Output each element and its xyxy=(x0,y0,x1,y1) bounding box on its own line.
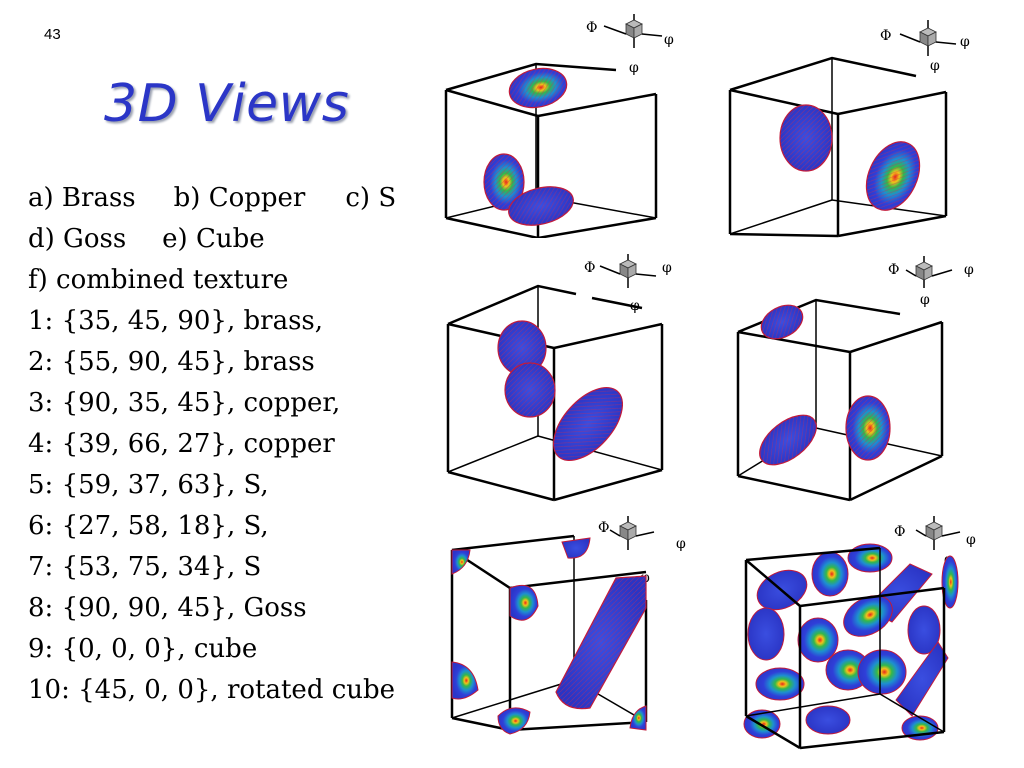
label-cube: e) Cube xyxy=(162,224,265,254)
legend-text: a) Brass b) Copper c) S d) Goss e) Cube f) … xyxy=(28,178,396,711)
texture-blob xyxy=(483,153,525,211)
figure-s: Φ φ φ xyxy=(446,254,672,502)
figure-cube: Φ φ φ xyxy=(450,516,686,735)
axis-label-phi1: Φ xyxy=(880,28,891,44)
component-6: 6: {27, 58, 18}, S, xyxy=(28,511,269,541)
texture-blob xyxy=(865,141,921,211)
component-9: 9: {0, 0, 0}, cube xyxy=(28,634,258,664)
axis-label-phi2: φ xyxy=(676,536,686,552)
cube-frame xyxy=(744,546,946,750)
texture-blob xyxy=(508,186,574,226)
component-2: 2: {55, 90, 45}, brass xyxy=(28,347,315,377)
label-goss: d) Goss xyxy=(28,224,127,254)
axis-label-Phi: φ xyxy=(629,60,639,76)
texture-blob xyxy=(451,661,479,700)
texture-blob xyxy=(759,414,817,466)
figure-copper: Φ φ φ xyxy=(728,20,970,238)
texture-blob xyxy=(451,549,471,575)
axis-label-phi1: Φ xyxy=(584,260,595,276)
cube-frame xyxy=(728,56,948,238)
slide-title: 3D Views xyxy=(104,74,350,134)
legend-line-3: f) combined texture xyxy=(28,265,289,295)
axis-label-phi2: φ xyxy=(960,34,970,50)
texture-blob xyxy=(552,386,624,462)
component-10: 10: {45, 0, 0}, rotated cube xyxy=(28,675,396,705)
axis-label-phi1: Φ xyxy=(586,20,597,36)
legend-line-1: a) Brass b) Copper c) S xyxy=(28,178,396,219)
axis-label-Phi: φ xyxy=(930,58,940,74)
axis-label-phi1: Φ xyxy=(598,520,609,536)
label-s: c) S xyxy=(345,183,397,213)
component-8: 8: {90, 90, 45}, Goss xyxy=(28,593,307,623)
axis-label-phi1: Φ xyxy=(894,524,905,540)
texture-blob xyxy=(509,584,539,621)
texture-blob xyxy=(508,67,568,109)
component-7: 7: {53, 75, 34}, S xyxy=(28,552,262,582)
axis-label-phi2: φ xyxy=(964,262,974,278)
texture-blob xyxy=(845,395,891,461)
axis-triad-icon xyxy=(609,516,655,550)
cube-frame xyxy=(736,298,944,502)
component-3: 3: {90, 35, 45}, copper, xyxy=(28,388,341,418)
texture-blob xyxy=(497,707,531,735)
texture-blob xyxy=(629,705,647,731)
axis-label-phi2: φ xyxy=(664,32,674,48)
axis-label-phi1: Φ xyxy=(888,262,899,278)
slide-number: 43 xyxy=(44,26,61,43)
figure-goss: Φ φ φ xyxy=(736,256,974,502)
axis-triad-icon xyxy=(603,14,663,48)
texture-blob xyxy=(497,320,547,376)
texture-blob xyxy=(760,304,804,340)
label-brass: a) Brass xyxy=(28,183,136,213)
axis-triad-icon xyxy=(599,254,657,288)
texture-blob xyxy=(561,537,591,559)
label-copper: b) Copper xyxy=(173,183,306,213)
axis-triad-icon xyxy=(915,516,961,550)
texture-blob xyxy=(504,362,556,418)
axis-triad-icon xyxy=(905,256,953,288)
axis-triad-icon xyxy=(899,20,957,56)
figure-brass: Φ φ φ xyxy=(444,14,674,238)
component-1: 1: {35, 45, 90}, brass, xyxy=(28,306,324,336)
texture-blob xyxy=(779,104,833,172)
texture-blob xyxy=(743,543,959,741)
component-4: 4: {39, 66, 27}, copper xyxy=(28,429,335,459)
axis-label-phi2: φ xyxy=(966,532,976,548)
figure-combined: Φ φ φ xyxy=(743,516,976,750)
legend-line-2: d) Goss e) Cube xyxy=(28,219,396,260)
texture-blob xyxy=(555,575,647,710)
component-5: 5: {59, 37, 63}, S, xyxy=(28,470,269,500)
axis-label-phi2: φ xyxy=(662,260,672,276)
axis-label-Phi: φ xyxy=(920,292,930,308)
